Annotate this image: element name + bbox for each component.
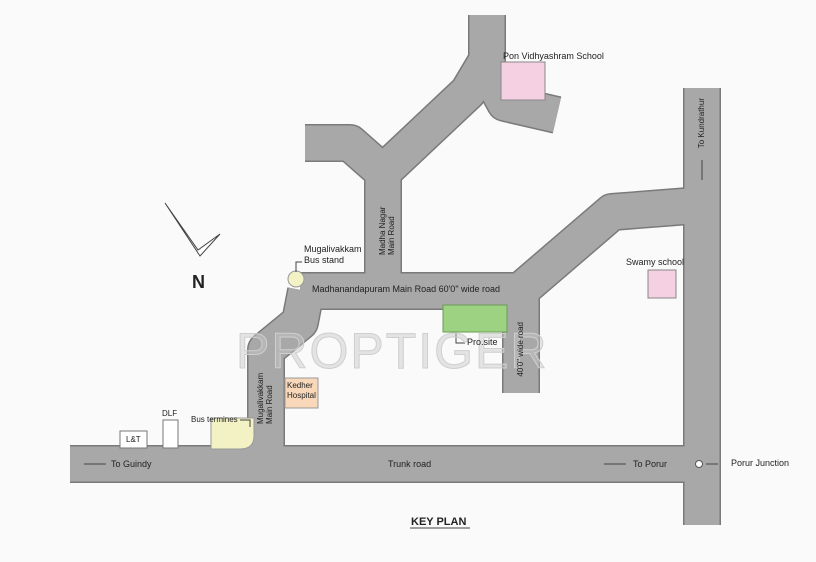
forty-ft-road-label: 40'0" wide road: [516, 322, 525, 377]
pon-vidhyashram-school: [500, 61, 546, 101]
bus-termines-label: Bus termines: [191, 415, 238, 424]
pointer-bus-termines: [240, 419, 251, 427]
porur-junction-marker: [695, 460, 703, 468]
project-site: [442, 304, 508, 333]
bus-stand-marker: [287, 270, 305, 288]
madhanandapuram-label: Madhanandapuram Main Road 60'0" wide roa…: [312, 284, 501, 294]
north-label: N: [192, 272, 205, 292]
madhanandapuram-road: [300, 187, 704, 309]
lt-label: L&T: [126, 435, 141, 444]
madha-nagar-road: [305, 125, 401, 291]
porur-junction-label: Porur Junction: [731, 458, 790, 468]
trunk-road-label: Trunk road: [388, 459, 432, 469]
east-branch: [471, 61, 561, 133]
to-porur-label: To Porur: [633, 459, 668, 469]
bus-termines-area: [210, 417, 255, 450]
mugalivakkam-road-label: Mugalivakkam Main Road: [256, 372, 274, 424]
to-guindy-label: To Guindy: [111, 459, 152, 469]
dlf-building: [162, 419, 179, 449]
north-arrow-icon: [164, 202, 221, 257]
pro-site-label: Pro.site: [467, 337, 498, 347]
to-kundrathur-label: To Kundrathur: [697, 98, 706, 149]
bus-stand-label: Mugalivakkam Bus stand: [304, 244, 362, 265]
watermark: PROPTIGER: [235, 323, 549, 380]
pon-school-label: Pon Vidhyashram School: [503, 51, 604, 61]
madha-nagar-label: Madha Nagar Main Road: [378, 206, 396, 255]
swamy-school-label: Swamy school: [626, 257, 685, 267]
key-plan-title: KEY PLAN: [411, 516, 467, 528]
kedher-label: Kedher Hospital: [287, 381, 316, 400]
pointer-pro-site: [455, 333, 465, 344]
kedher-hospital: [284, 377, 319, 409]
swamy-school: [647, 269, 677, 299]
pointer-bus-stand: [295, 261, 302, 272]
dlf-label: DLF: [162, 409, 178, 418]
lt-building: [119, 430, 148, 449]
